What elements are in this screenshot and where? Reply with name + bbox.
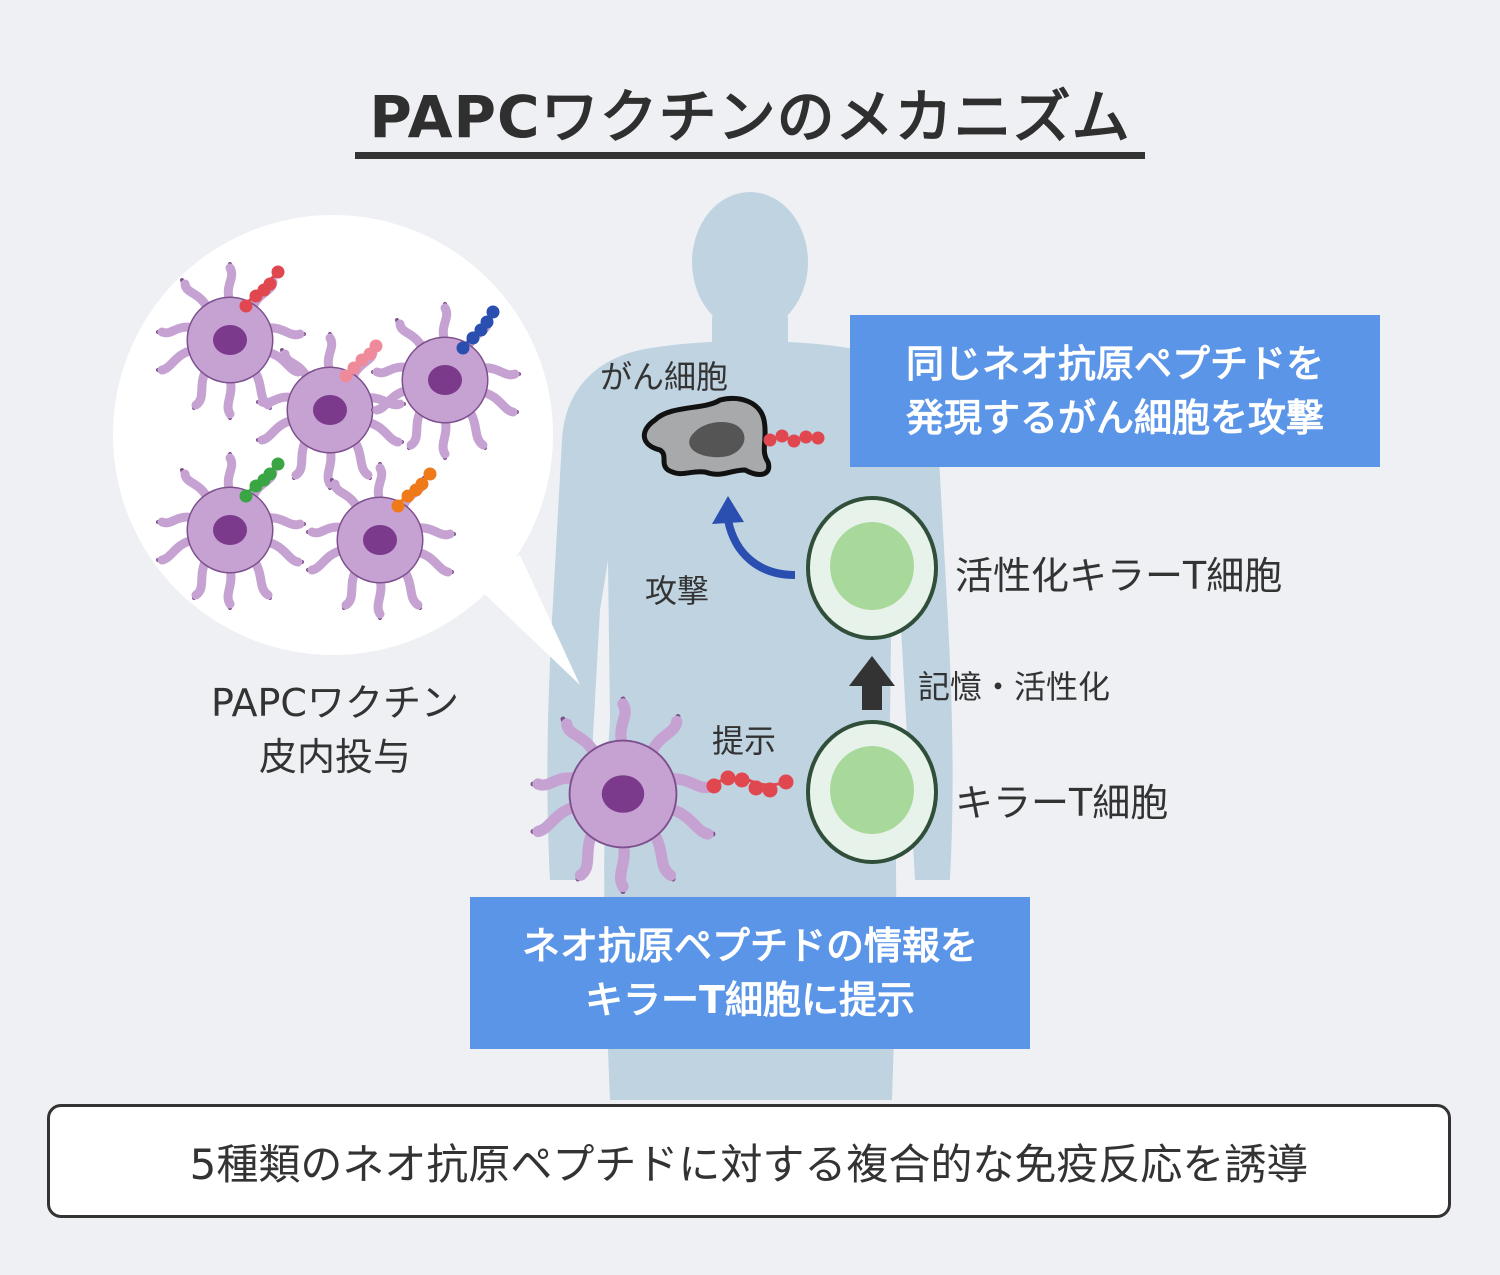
memory-activation-label: 記憶・活性化: [918, 668, 1111, 706]
cancer-cell-peptide: [763, 429, 825, 448]
attack-info-line1: 同じネオ抗原ペプチドを: [905, 342, 1324, 386]
activated-killer-t-cell: [806, 496, 938, 640]
dendritic-cell-green: [158, 454, 304, 608]
present-label: 提示: [712, 722, 777, 760]
dendritic-cell-pink: [258, 334, 404, 488]
title-underline: [355, 152, 1145, 159]
dendritic-cell-orange: [308, 464, 454, 618]
present-info-line1: ネオ抗原ペプチドの情報を: [521, 924, 978, 968]
attack-info-box: 同じネオ抗原ペプチドを 発現するがん細胞を攻撃: [850, 315, 1380, 467]
vaccine-label-line1: PAPCワクチン: [211, 681, 459, 725]
attack-label: 攻撃: [645, 572, 710, 610]
page-title: PAPCワクチンのメカニズム: [369, 83, 1131, 151]
cancer-cell: [641, 395, 772, 477]
killer-t-label: キラーT細胞: [955, 781, 1169, 825]
presented-peptide: [706, 770, 794, 798]
present-info-line2: キラーT細胞に提示: [585, 978, 915, 1022]
attack-info-line2: 発現するがん細胞を攻撃: [905, 396, 1324, 440]
attack-arrow: [712, 496, 796, 579]
activated-killer-t-label: 活性化キラーT細胞: [955, 554, 1283, 598]
killer-t-cell: [806, 720, 938, 864]
dendritic-cell-blue: [373, 304, 519, 458]
summary-box: 5種類のネオ抗原ペプチドに対する複合的な免疫反応を誘導: [47, 1104, 1451, 1218]
cancer-cell-label: がん細胞: [600, 358, 729, 396]
dendritic-cell-red: [158, 264, 304, 418]
summary-text: 5種類のネオ抗原ペプチドに対する複合的な免疫反応を誘導: [189, 1139, 1309, 1189]
present-info-box: ネオ抗原ペプチドの情報を キラーT細胞に提示: [470, 897, 1030, 1049]
memory-activation-arrow: [849, 656, 895, 710]
vaccine-label-line2: 皮内投与: [258, 735, 411, 779]
